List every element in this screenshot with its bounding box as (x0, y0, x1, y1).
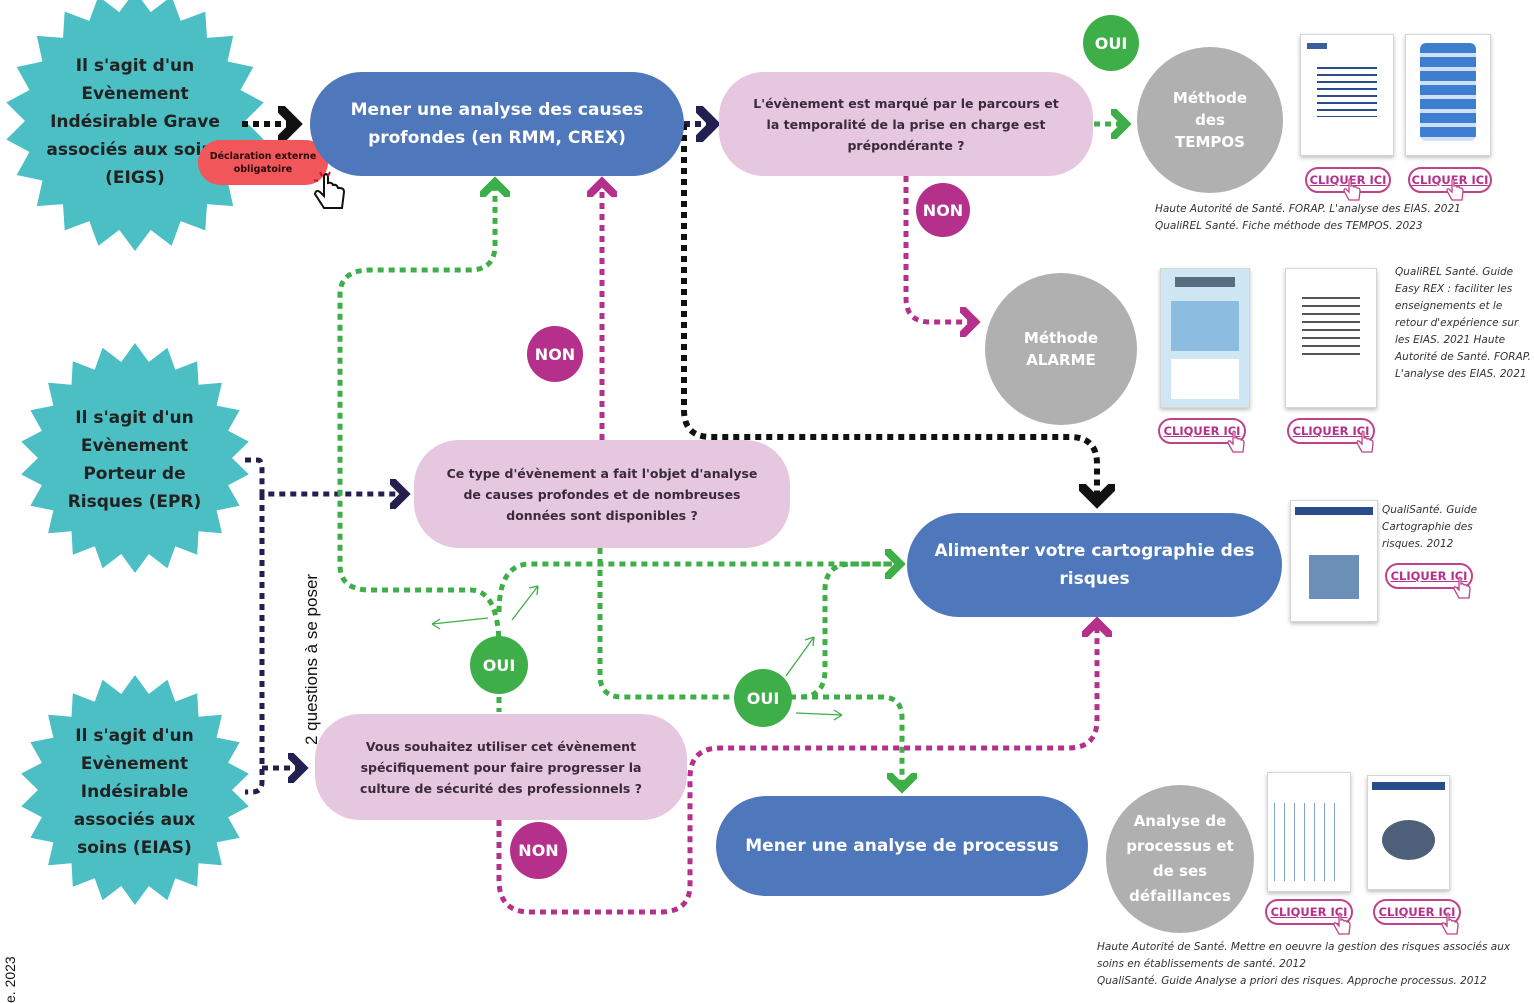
side-text-questions: 2 questions à se poser (302, 573, 321, 745)
box-analyse-processus: Mener une analyse de processus (716, 796, 1088, 896)
star-eias-shape (21, 675, 249, 905)
click-link-tempos[interactable]: CLIQUER ICI (1408, 167, 1492, 193)
box-cartographie: Alimenter votre cartographie des risques (907, 513, 1282, 617)
star-epr-label: Il s'agit d'un Evènement Porteur de Risq… (67, 408, 202, 512)
hand-pointer-icon (1342, 178, 1364, 208)
question-culture: Vous souhaitez utiliser cet évènement sp… (315, 714, 687, 820)
click-link-approche-processus[interactable]: CLIQUER ICI (1373, 899, 1461, 925)
arrow-analyse-to-cartographie (681, 124, 1097, 502)
hand-pointer-icon (1355, 430, 1377, 460)
hand-pointer-icon (1452, 576, 1474, 606)
method-processus: Analyse de processus et de ses défaillan… (1106, 785, 1254, 933)
ref-tempos-2: QualiREL Santé. Fiche méthode des TEMPOS… (1155, 220, 1423, 232)
doc-thumb-eias (1300, 34, 1394, 156)
ref-processus-2: QualiSanté. Guide Analyse a priori des r… (1097, 975, 1487, 987)
hand-pointer-icon (1332, 912, 1354, 942)
arrow-epr-to-question (245, 457, 405, 494)
ref-cartographie: QualiSanté. Guide Cartographie des risqu… (1382, 504, 1478, 550)
bracket-questions (245, 494, 265, 795)
badge-non-alarme: NON (916, 183, 970, 237)
doc-thumb-tempos (1405, 34, 1491, 156)
ref-tempos-1: Haute Autorité de Santé. FORAP. L'analys… (1155, 203, 1461, 215)
ref-processus-1: Haute Autorité de Santé. Mettre en oeuvr… (1097, 941, 1511, 970)
star-eias-label: Il s'agit d'un Evènement Indésirable ass… (73, 726, 196, 858)
badge-non-culture: NON (510, 822, 567, 879)
doc-thumb-has (1285, 268, 1377, 408)
click-link-cartographie[interactable]: CLIQUER ICI (1385, 563, 1473, 589)
click-link-has-processus[interactable]: CLIQUER ICI (1265, 899, 1353, 925)
doc-thumb-cartographie (1290, 500, 1378, 622)
method-alarme: Méthode ALARME (985, 273, 1137, 425)
hand-pointer-icon (1445, 178, 1467, 208)
badge-oui-question: OUI (734, 669, 792, 727)
question-deja-analyse: Ce type d'évènement a fait l'objet d'ana… (414, 440, 790, 548)
question-parcours: L'évènement est marqué par le parcours e… (719, 72, 1093, 176)
line-question-to-oui2 (597, 548, 734, 700)
edge-date-text: e. 2023 (2, 956, 18, 1003)
box-analyse-causes: Mener une analyse des causes profondes (… (310, 72, 684, 176)
star-eigs-label: Il s'agit d'un Evènement Indésirable Gra… (46, 56, 224, 188)
click-link-eias[interactable]: CLIQUER ICI (1305, 167, 1391, 193)
arrow-oui-to-cartographie-1 (496, 564, 900, 613)
badge-non-causes: NON (527, 326, 583, 382)
click-link-easyrex[interactable]: CLIQUER ICI (1158, 418, 1246, 444)
arrow-oui2-to-cartographie (790, 564, 900, 700)
hand-pointer-icon (1440, 912, 1462, 942)
hand-pointer-icon[interactable] (310, 170, 354, 214)
arrow-non-to-cartographie (496, 622, 1097, 915)
doc-thumb-easyrex (1160, 268, 1250, 408)
badge-oui-tempos: OUI (1083, 15, 1139, 71)
star-epr-shape (21, 343, 249, 573)
badge-oui-culture: OUI (470, 636, 528, 694)
arrow-non-to-alarme (903, 176, 975, 322)
arrow-oui2-to-processus (790, 694, 902, 788)
arrow-oui-to-analyse-causes (337, 182, 499, 649)
method-tempos: Méthode des TEMPOS (1137, 47, 1283, 193)
click-link-has-eias[interactable]: CLIQUER ICI (1287, 418, 1375, 444)
star-eigs-shape (6, 0, 264, 251)
doc-thumb-processus-eye (1367, 775, 1450, 890)
declaration-tag: Déclaration externe obligatoire (198, 140, 328, 185)
hand-pointer-icon (1226, 430, 1248, 460)
ref-alarme: QualiREL Santé. Guide Easy REX : facilit… (1395, 266, 1532, 380)
doc-thumb-processus-grid (1267, 772, 1351, 892)
